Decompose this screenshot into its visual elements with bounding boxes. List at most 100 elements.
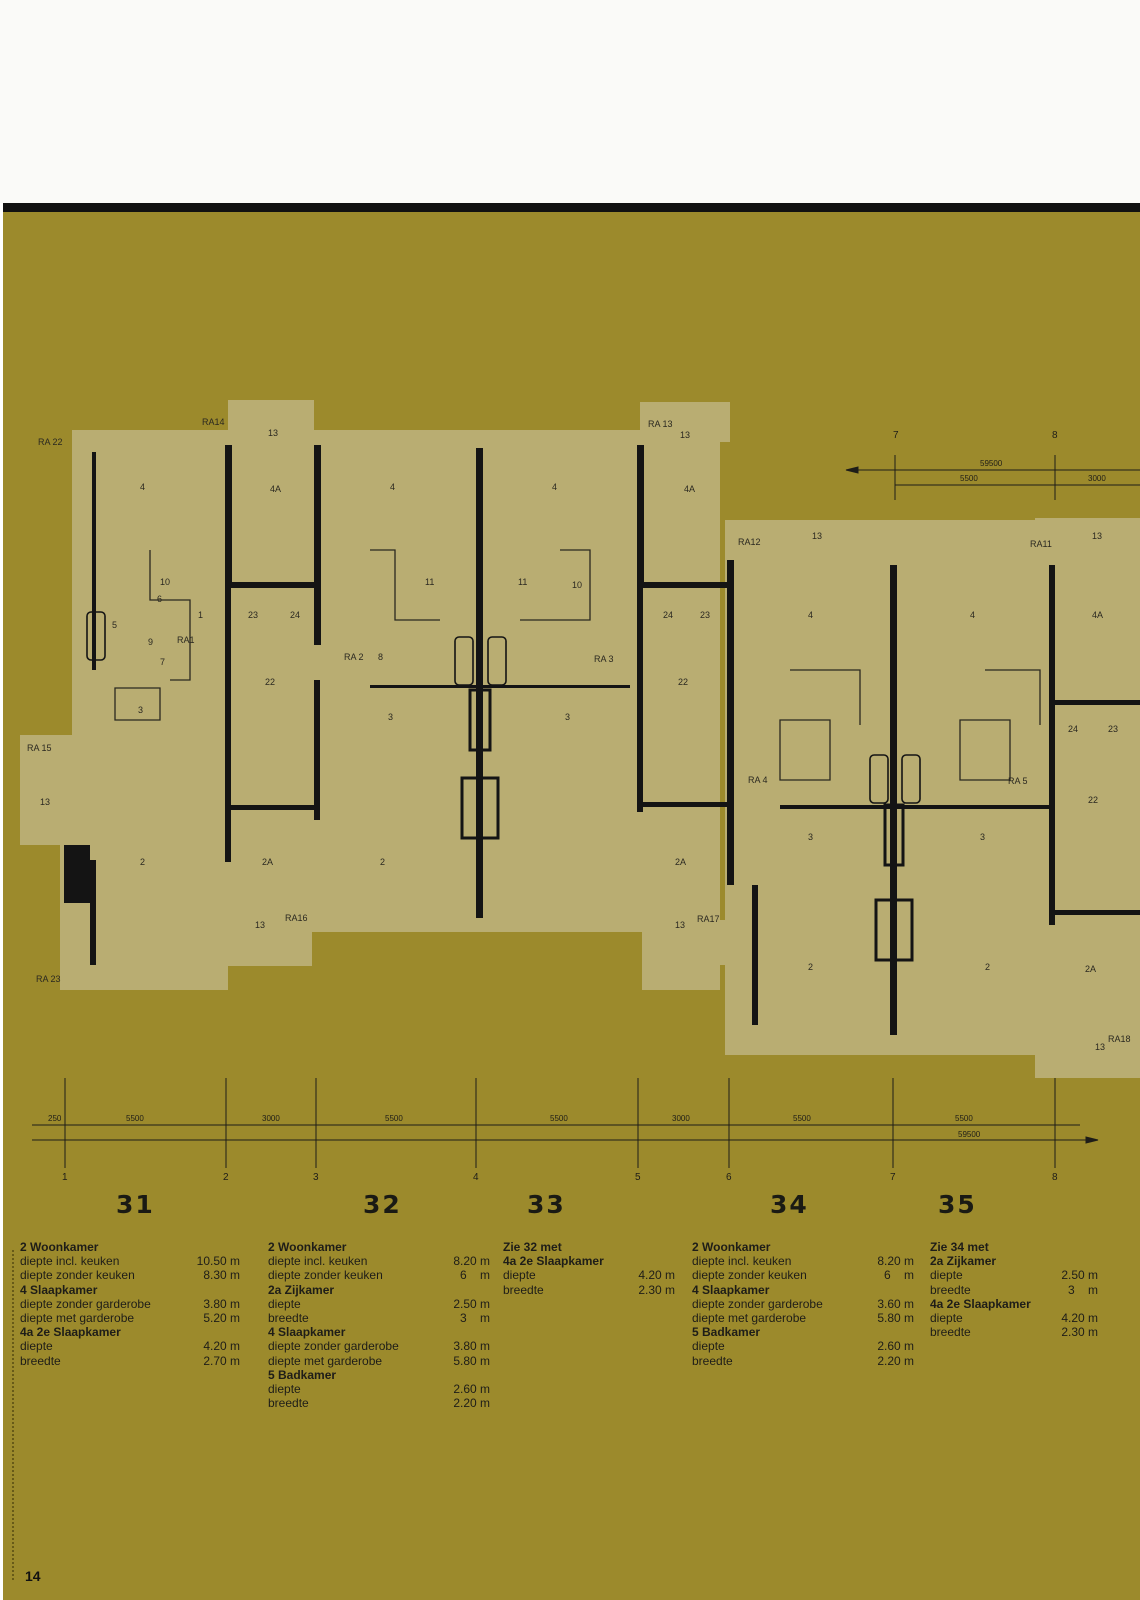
unit-number-32: 32 <box>363 1190 402 1219</box>
svg-text:3000: 3000 <box>262 1114 280 1123</box>
svg-text:24: 24 <box>290 610 300 620</box>
svg-text:24: 24 <box>1068 724 1078 734</box>
svg-text:23: 23 <box>700 610 710 620</box>
svg-text:11: 11 <box>425 577 434 587</box>
spec-label: diepte <box>268 1296 301 1311</box>
svg-text:3000: 3000 <box>1088 474 1106 483</box>
spec-label: diepte <box>930 1268 963 1283</box>
spec-label: diepte <box>503 1268 536 1283</box>
spec-value: 2.20 m <box>877 1353 914 1368</box>
spec-value: 4.20 m <box>203 1339 240 1354</box>
unit-number-33: 33 <box>527 1190 566 1219</box>
spec-label: diepte met garderobe <box>20 1311 135 1326</box>
svg-text:RA 13: RA 13 <box>648 419 673 429</box>
spec-value: 5.20 m <box>203 1311 240 1326</box>
svg-text:7: 7 <box>160 657 165 667</box>
svg-text:23: 23 <box>1108 724 1118 734</box>
service-core <box>460 688 914 962</box>
svg-text:3: 3 <box>388 712 393 722</box>
spec-heading: 4 Slaapkamer <box>20 1282 98 1297</box>
svg-text:8: 8 <box>1052 1172 1058 1183</box>
spec-value: 6 m <box>459 1268 490 1283</box>
svg-text:10: 10 <box>572 580 582 590</box>
svg-text:4: 4 <box>390 482 395 492</box>
spec-value: 3 m <box>1067 1282 1098 1297</box>
svg-text:4A: 4A <box>1092 610 1103 620</box>
svg-text:RA11: RA11 <box>1030 539 1052 549</box>
page-number: 14 <box>25 1568 41 1584</box>
spec-label: diepte met garderobe <box>268 1353 383 1368</box>
spec-value: 4.20 m <box>1061 1311 1098 1326</box>
svg-text:11: 11 <box>518 577 527 587</box>
svg-text:2: 2 <box>380 857 385 867</box>
spec-value: 6 m <box>883 1268 914 1283</box>
svg-text:RA 22: RA 22 <box>38 437 63 447</box>
svg-text:4: 4 <box>140 482 145 492</box>
spec-heading: 4 Slaapkamer <box>268 1325 346 1340</box>
plan-notch <box>312 932 642 992</box>
spec-value: 3 m <box>459 1311 490 1326</box>
svg-text:5500: 5500 <box>126 1114 144 1123</box>
svg-text:RA1: RA1 <box>177 635 195 645</box>
svg-text:13: 13 <box>255 920 265 930</box>
svg-text:1: 1 <box>198 610 203 620</box>
spec-heading: 2a Zijkamer <box>268 1282 335 1297</box>
svg-text:13: 13 <box>40 797 50 807</box>
svg-text:RA 3: RA 3 <box>594 654 614 664</box>
svg-text:4A: 4A <box>684 484 695 494</box>
svg-text:4A: 4A <box>270 484 281 494</box>
spec-label: diepte incl. keuken <box>20 1254 120 1269</box>
spec-heading: Zie 34 met <box>930 1240 989 1254</box>
spec-heading: 5 Badkamer <box>268 1367 337 1382</box>
svg-text:RA17: RA17 <box>697 914 720 924</box>
spec-value: 5.80 m <box>877 1311 914 1326</box>
spec-value: 3.80 m <box>453 1339 490 1354</box>
spec-label: diepte zonder garderobe <box>20 1296 151 1311</box>
ra-labels: RA 22 RA14 RA 13 RA12 RA11 RA1 RA 2 RA 3… <box>27 417 1131 1044</box>
spec-value: 3.80 m <box>203 1296 240 1311</box>
svg-text:8: 8 <box>1052 430 1058 441</box>
spec-label: diepte zonder keuken <box>692 1268 807 1283</box>
svg-text:RA 4: RA 4 <box>748 775 768 785</box>
svg-text:2: 2 <box>808 962 813 972</box>
spec-heading: 4a 2e Slaapkamer <box>930 1296 1031 1311</box>
spec-heading: 2 Woonkamer <box>268 1240 347 1254</box>
svg-text:RA14: RA14 <box>202 417 225 427</box>
svg-text:5500: 5500 <box>955 1114 973 1123</box>
spec-label: diepte zonder keuken <box>268 1268 383 1283</box>
svg-text:24: 24 <box>663 610 673 620</box>
spec-label: diepte met garderobe <box>692 1311 807 1326</box>
svg-text:13: 13 <box>680 430 690 440</box>
unit-number-34: 34 <box>770 1190 809 1219</box>
svg-text:9: 9 <box>148 637 153 647</box>
spec-heading: 2 Woonkamer <box>692 1240 771 1254</box>
plan-notch <box>228 966 318 992</box>
spec-value: 2.70 m <box>203 1353 240 1368</box>
svg-text:RA 5: RA 5 <box>1008 776 1028 786</box>
spec-heading: 4 Slaapkamer <box>692 1282 770 1297</box>
svg-text:5500: 5500 <box>793 1114 811 1123</box>
svg-text:4: 4 <box>970 610 975 620</box>
svg-text:250: 250 <box>48 1114 62 1123</box>
svg-text:2A: 2A <box>262 857 273 867</box>
spec-label: diepte <box>692 1339 725 1354</box>
room-labels: 4 4A 4 4 4A 13 13 13 13 1 10 11 11 10 6 … <box>40 428 1118 1052</box>
svg-text:RA18: RA18 <box>1108 1034 1131 1044</box>
spec-value: 8.30 m <box>203 1268 240 1283</box>
spec-heading: Zie 32 met <box>503 1240 562 1254</box>
svg-text:RA16: RA16 <box>285 913 308 923</box>
